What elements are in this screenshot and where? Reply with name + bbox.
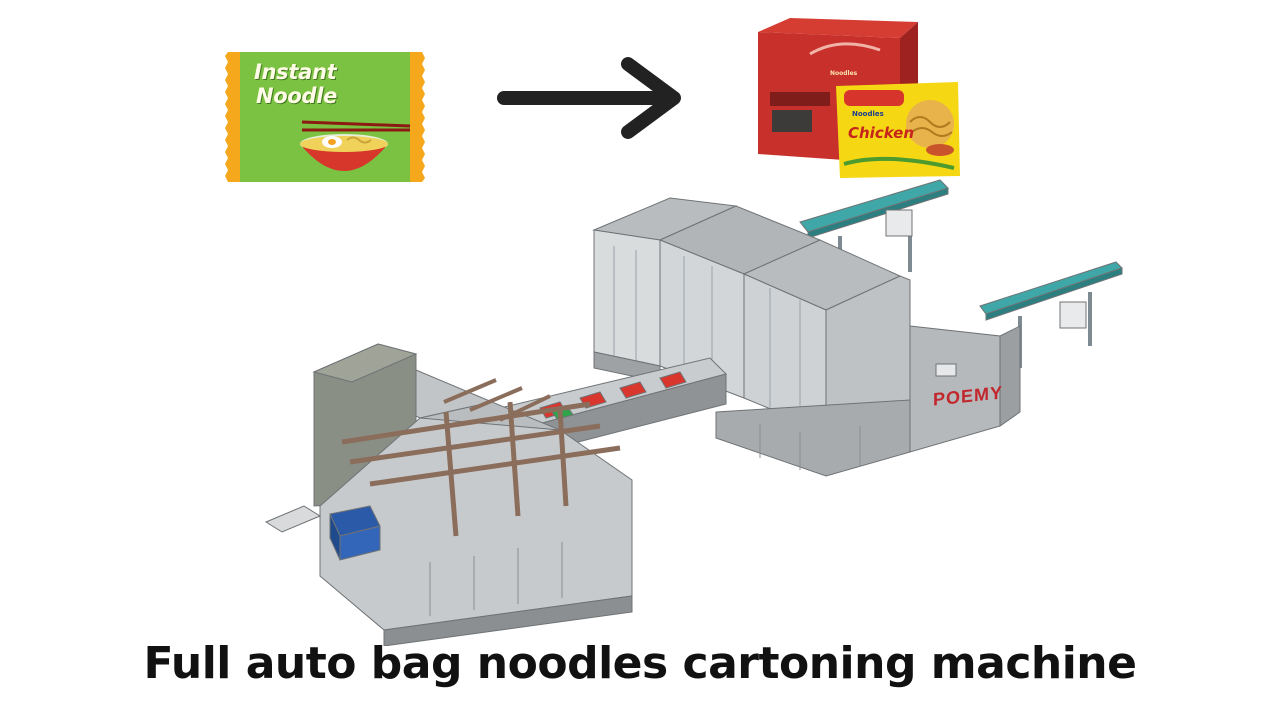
pack-flavor-label: Chicken — [848, 124, 915, 142]
bag-title-line1: Instant — [254, 60, 337, 84]
bag-title-line2: Noodle — [256, 84, 338, 108]
pack-brand-label: Noodles — [852, 110, 884, 118]
cartoning-machine-illustration — [260, 176, 1130, 647]
carton-label: Noodles — [830, 70, 858, 77]
page-caption: Full auto bag noodles cartoning machine — [143, 638, 1137, 689]
carton-box-icon — [758, 18, 960, 178]
noodle-bag-image: Instant Noodle — [222, 48, 428, 186]
carton-and-pack-image: Noodles Noodles Chicken — [750, 14, 966, 180]
noodle-bag-icon — [225, 52, 425, 182]
right-arrow-icon — [490, 52, 690, 144]
